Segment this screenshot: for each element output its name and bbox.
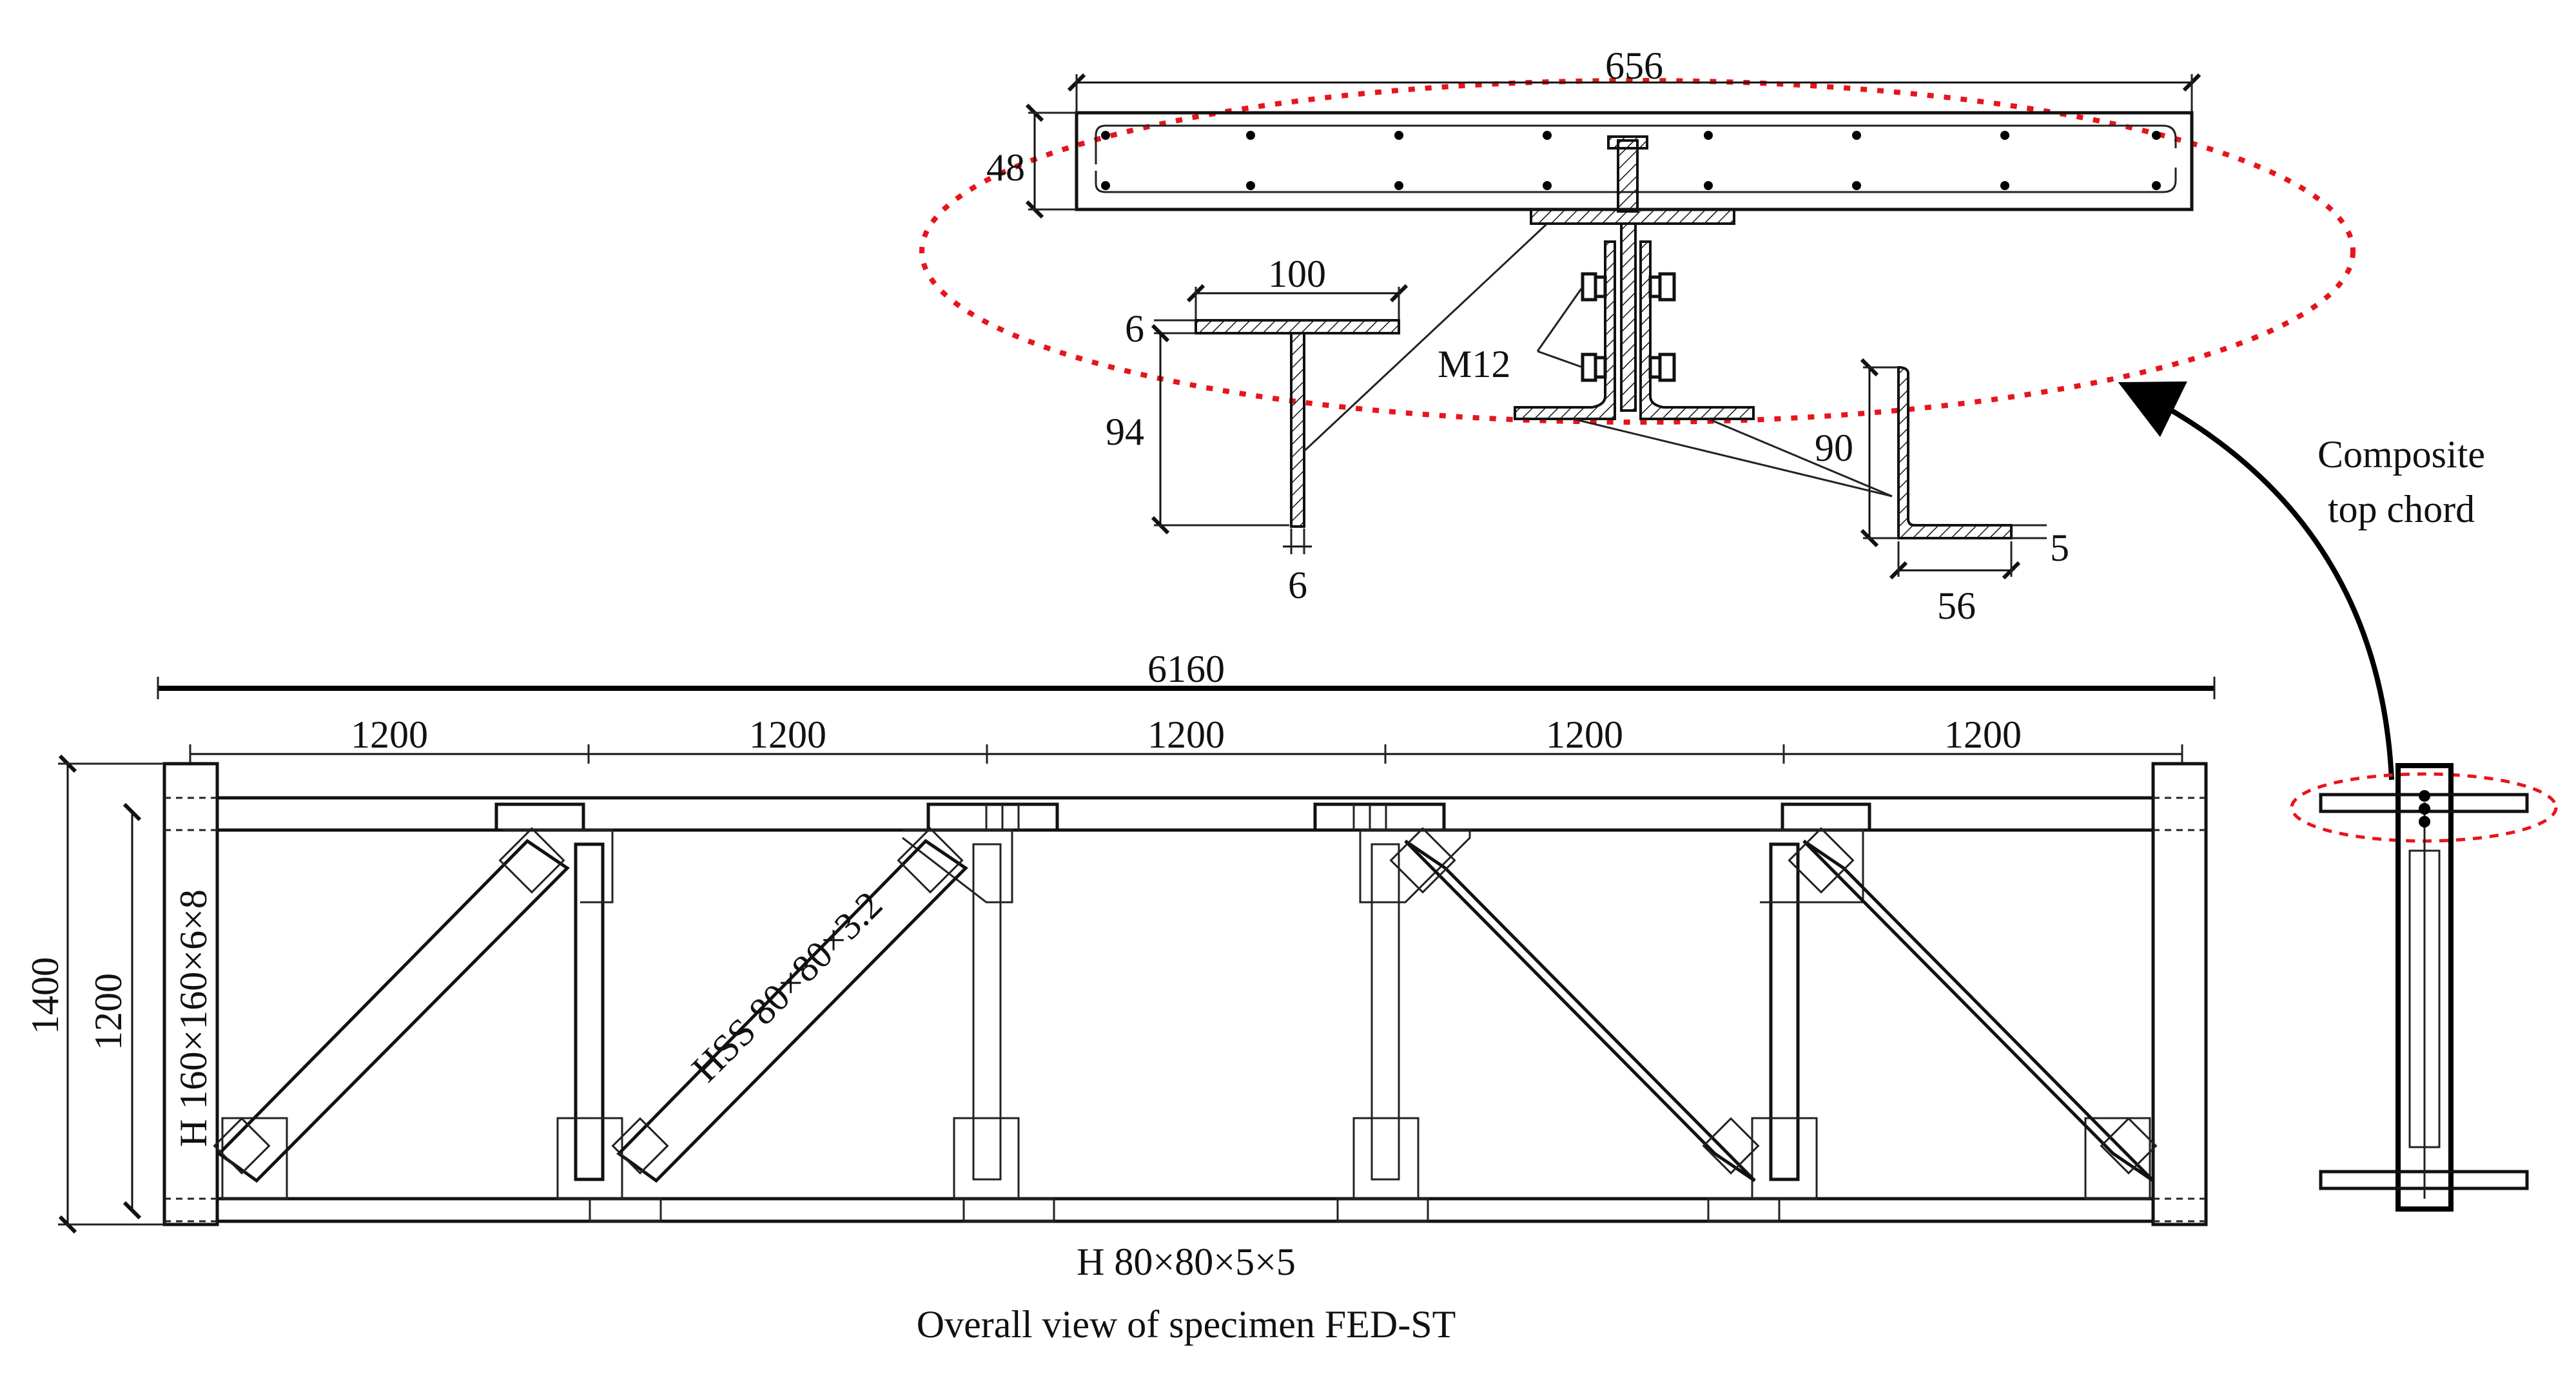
top-chord-highlight-ellipse	[919, 78, 2356, 425]
panel-5-label: 1200	[1944, 713, 2022, 756]
right-end-column	[2151, 762, 2208, 1226]
panel-dimensions: 1200 1200 1200 1200 1200	[189, 713, 2183, 764]
composite-label-line1: Composite	[2317, 433, 2485, 476]
panel-4-label: 1200	[1546, 713, 1623, 756]
tee-flange-under-slab	[1530, 208, 1735, 225]
panel-2-label: 1200	[749, 713, 826, 756]
top-chord-detail: 656 48	[919, 44, 2356, 627]
overall-length-label: 6160	[1147, 648, 1225, 690]
angle-section-detail: 90 5 56	[1572, 358, 2069, 627]
rebar-dots	[1101, 131, 2161, 190]
left-end-column	[162, 762, 219, 1226]
bolted-angle-pair	[1514, 222, 1755, 420]
slab-depth-label: 48	[986, 146, 1025, 189]
tee-flange-width-label: 100	[1268, 253, 1326, 295]
tee-flange-thickness-label: 6	[1125, 307, 1144, 350]
angle-height-label: 90	[1815, 427, 1853, 469]
bottom-chord	[164, 1197, 2206, 1223]
tee-web-thickness-label: 6	[1288, 564, 1307, 606]
overall-length-dimension: 6160	[157, 648, 2216, 699]
slab-width-dimension: 656	[1067, 44, 2201, 113]
total-height-label: 1400	[24, 957, 66, 1034]
slab-width-label: 656	[1605, 44, 1663, 87]
composite-label-line2: top chord	[2328, 488, 2475, 530]
callout-arrow	[2118, 381, 2394, 780]
slab-depth-dimension: 48	[986, 103, 1077, 219]
column-section-label: H 160×160×6×8	[172, 889, 215, 1147]
truss-elevation: 6160 1200 1200 1200 1200 1200	[24, 648, 2216, 1283]
height-dimensions: 1400 1200 H 160×160×6×8	[24, 754, 215, 1234]
panel-3-label: 1200	[1147, 713, 1225, 756]
top-chord	[164, 796, 2206, 832]
bolt-callout: M12	[1438, 286, 1584, 385]
concrete-slab	[1075, 111, 2194, 213]
truss-side-view	[2290, 763, 2558, 1212]
tee-depth-label: 94	[1106, 411, 1144, 453]
inner-height-label: 1200	[87, 973, 130, 1050]
angle-leg-label: 56	[1937, 585, 1976, 627]
diagonal-members	[213, 827, 2158, 1183]
panel-1-label: 1200	[351, 713, 428, 756]
diagonal-section-label: HSS 80×80×3.2	[683, 883, 890, 1090]
figure-caption: Overall view of specimen FED-ST	[917, 1303, 1456, 1346]
tee-section-detail: 100 6 94 6	[1106, 222, 1548, 606]
angle-thickness-label: 5	[2050, 527, 2069, 569]
bottom-chord-section-label: H 80×80×5×5	[1077, 1241, 1296, 1283]
vertical-members	[574, 842, 1800, 1181]
bolt-size-label: M12	[1438, 343, 1510, 385]
composite-callout: Composite top chord	[2118, 381, 2485, 780]
